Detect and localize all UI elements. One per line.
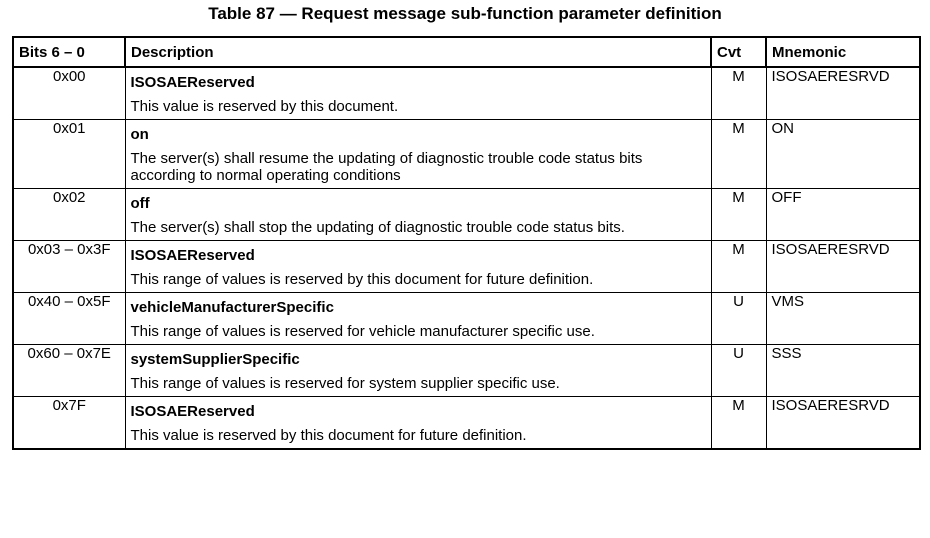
bits-cell: 0x40 – 0x5F	[12, 292, 126, 345]
mnemonic-cell: ISOSAERESRVD	[765, 240, 921, 293]
mnemonic-cell: OFF	[765, 188, 921, 241]
mnemonic-cell: SSS	[765, 344, 921, 397]
mnemonic-cell: ON	[765, 119, 921, 189]
cvt-cell: U	[710, 344, 767, 397]
header-cvt: Cvt	[710, 36, 767, 68]
parameter-description: This range of values is reserved for sys…	[130, 375, 560, 392]
parameter-name: systemSupplierSpecific	[130, 351, 300, 368]
header-mnemonic: Mnemonic	[765, 36, 921, 68]
cvt-cell: M	[710, 119, 767, 189]
mnemonic-cell: ISOSAERESRVD	[765, 66, 921, 120]
parameter-description: This value is reserved by this document.	[130, 98, 399, 115]
parameter-name: ISOSAEReserved	[130, 74, 255, 91]
cvt-cell: M	[710, 188, 767, 241]
bits-cell: 0x7F	[12, 396, 126, 449]
parameter-name: vehicleManufacturerSpecific	[130, 299, 334, 316]
bits-cell: 0x03 – 0x3F	[12, 240, 126, 293]
parameter-description: The server(s) shall stop the updating of…	[130, 219, 625, 236]
parameter-description: This value is reserved by this document …	[130, 427, 527, 444]
header-bits: Bits 6 – 0	[12, 36, 126, 68]
cvt-cell: M	[710, 396, 767, 449]
parameter-name: off	[130, 195, 150, 212]
bits-cell: 0x00	[12, 66, 126, 120]
parameter-description: This range of values is reserved by this…	[130, 271, 594, 288]
mnemonic-cell: ISOSAERESRVD	[765, 396, 921, 449]
parameter-table: Bits 6 – 0 Description Cvt Mnemonic 0x00…	[12, 36, 921, 450]
parameter-name: ISOSAEReserved	[130, 403, 255, 420]
table-caption: Table 87 — Request message sub-function …	[208, 4, 722, 23]
parameter-description: The server(s) shall resume the updating …	[130, 150, 643, 184]
header-description: Description	[124, 36, 712, 68]
cvt-cell: M	[710, 240, 767, 293]
parameter-description: This range of values is reserved for veh…	[130, 323, 595, 340]
parameter-name: on	[130, 126, 149, 143]
parameter-name: ISOSAEReserved	[130, 247, 255, 264]
mnemonic-cell: VMS	[765, 292, 921, 345]
bits-cell: 0x60 – 0x7E	[12, 344, 126, 397]
bits-cell: 0x02	[12, 188, 126, 241]
header-row: Bits 6 – 0 Description Cvt Mnemonic	[12, 36, 921, 68]
cvt-cell: M	[710, 66, 767, 120]
cvt-cell: U	[710, 292, 767, 345]
bits-cell: 0x01	[12, 119, 126, 189]
